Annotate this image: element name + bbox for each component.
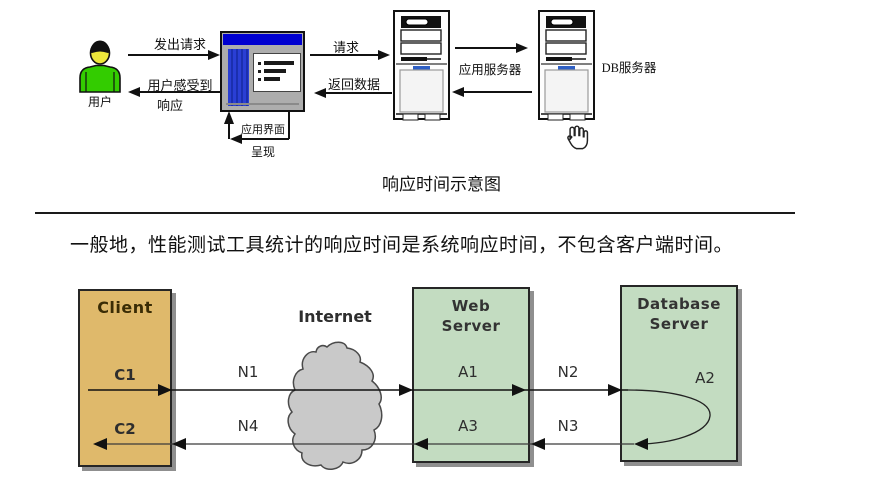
send-request-label: 发出请求 xyxy=(153,37,206,52)
db-server-title-2: Server xyxy=(649,315,709,333)
ui-render-label-2: 呈现 xyxy=(250,145,275,159)
segment-a1: A1 xyxy=(458,363,478,381)
browser-titlebar xyxy=(223,34,302,45)
section-divider xyxy=(35,212,795,214)
client-title: Client xyxy=(97,298,153,317)
internet-label: Internet xyxy=(298,307,372,326)
ui-render-label-1: 应用界面 xyxy=(241,124,285,136)
db-to-app-arrow xyxy=(452,87,532,97)
browser-window xyxy=(220,31,305,112)
segment-a3: A3 xyxy=(458,417,478,435)
browser-content-list xyxy=(253,53,301,92)
browser-nav-panel xyxy=(228,49,249,106)
segment-n1: N1 xyxy=(237,363,259,381)
list-bar xyxy=(264,69,286,73)
segment-c1: C1 xyxy=(114,366,136,384)
list-bullet xyxy=(258,78,261,81)
client-box: Client xyxy=(78,289,172,467)
db-server-title-1: Database xyxy=(637,295,721,313)
list-bar xyxy=(264,61,294,65)
user-icon xyxy=(79,40,121,93)
web-server-title-1: Web xyxy=(451,297,491,315)
web-server-title-2: Server xyxy=(441,317,501,335)
return-data-label: 返回数据 xyxy=(327,77,380,92)
list-bullet xyxy=(258,70,261,73)
list-bar xyxy=(264,77,280,81)
list-bullet xyxy=(258,62,261,65)
segment-c2: C2 xyxy=(114,420,136,438)
user-label: 用户 xyxy=(87,95,112,109)
hand-cursor-icon xyxy=(567,125,589,150)
app-to-db-arrow xyxy=(455,43,528,53)
internet-cloud xyxy=(287,341,383,470)
user-feel-label: 用户感受到 xyxy=(147,78,213,93)
segment-n3: N3 xyxy=(557,417,579,435)
web-server-box: Web Server xyxy=(412,287,530,463)
response-label: 响应 xyxy=(156,98,183,113)
browser-footer-line xyxy=(226,103,299,105)
segment-n4: N4 xyxy=(237,417,259,435)
db-server-label: DB服务器 xyxy=(601,61,657,75)
db-server-icon xyxy=(538,10,595,121)
app-server-icon xyxy=(393,10,450,121)
response-path-line xyxy=(93,438,634,450)
segment-a2: A2 xyxy=(695,369,715,387)
diagram-caption: 响应时间示意图 xyxy=(382,175,501,194)
app-server-label: 应用服务器 xyxy=(458,63,522,77)
segment-n2: N2 xyxy=(557,363,579,381)
request-label: 请求 xyxy=(332,40,359,55)
note-text: 一般地，性能测试工具统计的响应时间是系统响应时间，不包含客户端时间。 xyxy=(70,235,734,256)
